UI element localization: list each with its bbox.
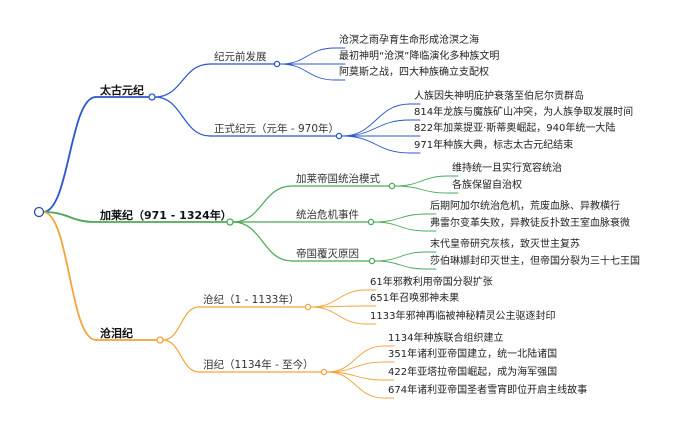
leaf-connector xyxy=(341,103,411,137)
branch-connector-canglei xyxy=(42,211,97,341)
branch-toggle-jialai[interactable] xyxy=(226,218,234,226)
leaf-text: 1133年邪神再临被神秘精灵公主驱逐封印 xyxy=(370,311,556,322)
subbranch-title: 正式纪元（元年 - 970年） xyxy=(214,123,340,135)
branch-title-canglei: 沧泪纪 xyxy=(100,327,133,340)
leaf-connector xyxy=(279,63,336,81)
subbranch-toggle[interactable] xyxy=(388,182,396,190)
node-markers xyxy=(33,60,396,376)
leaf-text: 971年种族大典，标志太古元纪结束 xyxy=(414,140,574,151)
leaf-connector xyxy=(310,289,367,308)
leaf-connector xyxy=(341,135,411,154)
leaf-connector xyxy=(341,119,411,137)
branch-toggle-ancient[interactable] xyxy=(148,93,156,101)
leaf-text: 674年诸利亚帝国圣者雪宵即位开启主线故事 xyxy=(388,385,588,396)
leaf-connector xyxy=(279,47,336,65)
subbranch-connector xyxy=(162,339,200,373)
subbranch-title: 帝国覆灭原因 xyxy=(296,248,359,260)
subbranch-toggle[interactable] xyxy=(335,132,343,140)
leaf-connector xyxy=(394,175,449,187)
subbranch-toggle[interactable] xyxy=(367,218,375,226)
leaf-text: 822年加莱提亚·斯蒂奥崛起，940年统一大陆 xyxy=(414,123,616,134)
leaf-connector xyxy=(374,260,427,270)
leaf-connector xyxy=(394,185,449,194)
leaf-text: 人族因失神明庇护衰落至伯尼尔贡群岛 xyxy=(414,91,584,102)
leaf-connector xyxy=(326,345,385,373)
leaf-text: 阿莫斯之战，四大种族确立支配权 xyxy=(339,67,489,78)
subbranch-title: 纪元前发展 xyxy=(214,51,267,63)
leaf-connector xyxy=(326,361,385,373)
subbranch-title: 泪纪（1134年 - 至今） xyxy=(203,359,314,371)
leaf-connector xyxy=(373,221,427,232)
leaf-text: 莎伯琳娜封印灭世主，但帝国分裂为三十七王国 xyxy=(430,256,640,267)
leaf-text: 422年亚塔拉帝国崛起，成为海军强国 xyxy=(388,367,558,378)
leaf-text: 各族保留自治权 xyxy=(452,180,522,191)
branch-connector-ancient xyxy=(42,96,97,213)
leaf-text: 61年邪教利用帝国分裂扩张 xyxy=(370,277,493,288)
connector-lines xyxy=(42,47,459,399)
subbranch-connector xyxy=(162,306,200,341)
root-node-toggle[interactable] xyxy=(33,206,45,218)
subbranch-connector xyxy=(232,221,293,262)
leaf-text: 弗雷尔变革失败，异教徒反扑致王室血脉衰微 xyxy=(430,218,630,229)
leaf-connector xyxy=(374,251,427,262)
subbranch-connector xyxy=(154,96,211,137)
leaf-text: 814年龙族与魔族矿山冲突，为人族争取发展时间 xyxy=(414,107,634,118)
branch-title-ancient: 太古元纪 xyxy=(100,84,144,97)
subbranch-toggle[interactable] xyxy=(320,368,328,376)
leaf-connector xyxy=(373,213,427,223)
subbranch-title: 加莱帝国统治模式 xyxy=(296,173,380,185)
leaf-text: 维持统一且实行宽容统治 xyxy=(452,163,562,174)
leaf-connector xyxy=(310,306,367,325)
branch-title-jialai: 加莱纪（971 - 1324年） xyxy=(100,209,232,222)
branch-connector-jialai xyxy=(42,211,97,223)
leaf-text: 1134年种族联合组织建立 xyxy=(388,333,504,344)
subbranch-toggle[interactable] xyxy=(304,303,312,311)
subbranch-title: 沧纪（1 - 1133年） xyxy=(203,294,300,306)
leaf-text: 651年召唤邪神未果 xyxy=(370,293,460,304)
leaf-text: 沧溟之雨孕育生命形成沧溟之海 xyxy=(339,35,479,46)
subbranch-toggle[interactable] xyxy=(368,257,376,265)
leaf-connector xyxy=(326,371,385,399)
leaf-text: 末代皇帝研究灰核，致灭世主复苏 xyxy=(430,239,580,250)
branch-toggle-canglei[interactable] xyxy=(156,336,164,344)
leaf-text: 351年诸利亚帝国建立，统一北陆诸国 xyxy=(388,349,558,360)
subbranch-connector xyxy=(232,185,293,223)
leaf-text: 最初神明“沧溟”降临演化多种族文明 xyxy=(339,51,500,62)
subbranch-title: 统治危机事件 xyxy=(296,209,359,221)
leaf-text: 后期阿加尔统治危机，荒废血脉、异教横行 xyxy=(430,201,620,212)
subbranch-connector xyxy=(154,63,211,98)
subbranch-toggle[interactable] xyxy=(273,60,281,68)
